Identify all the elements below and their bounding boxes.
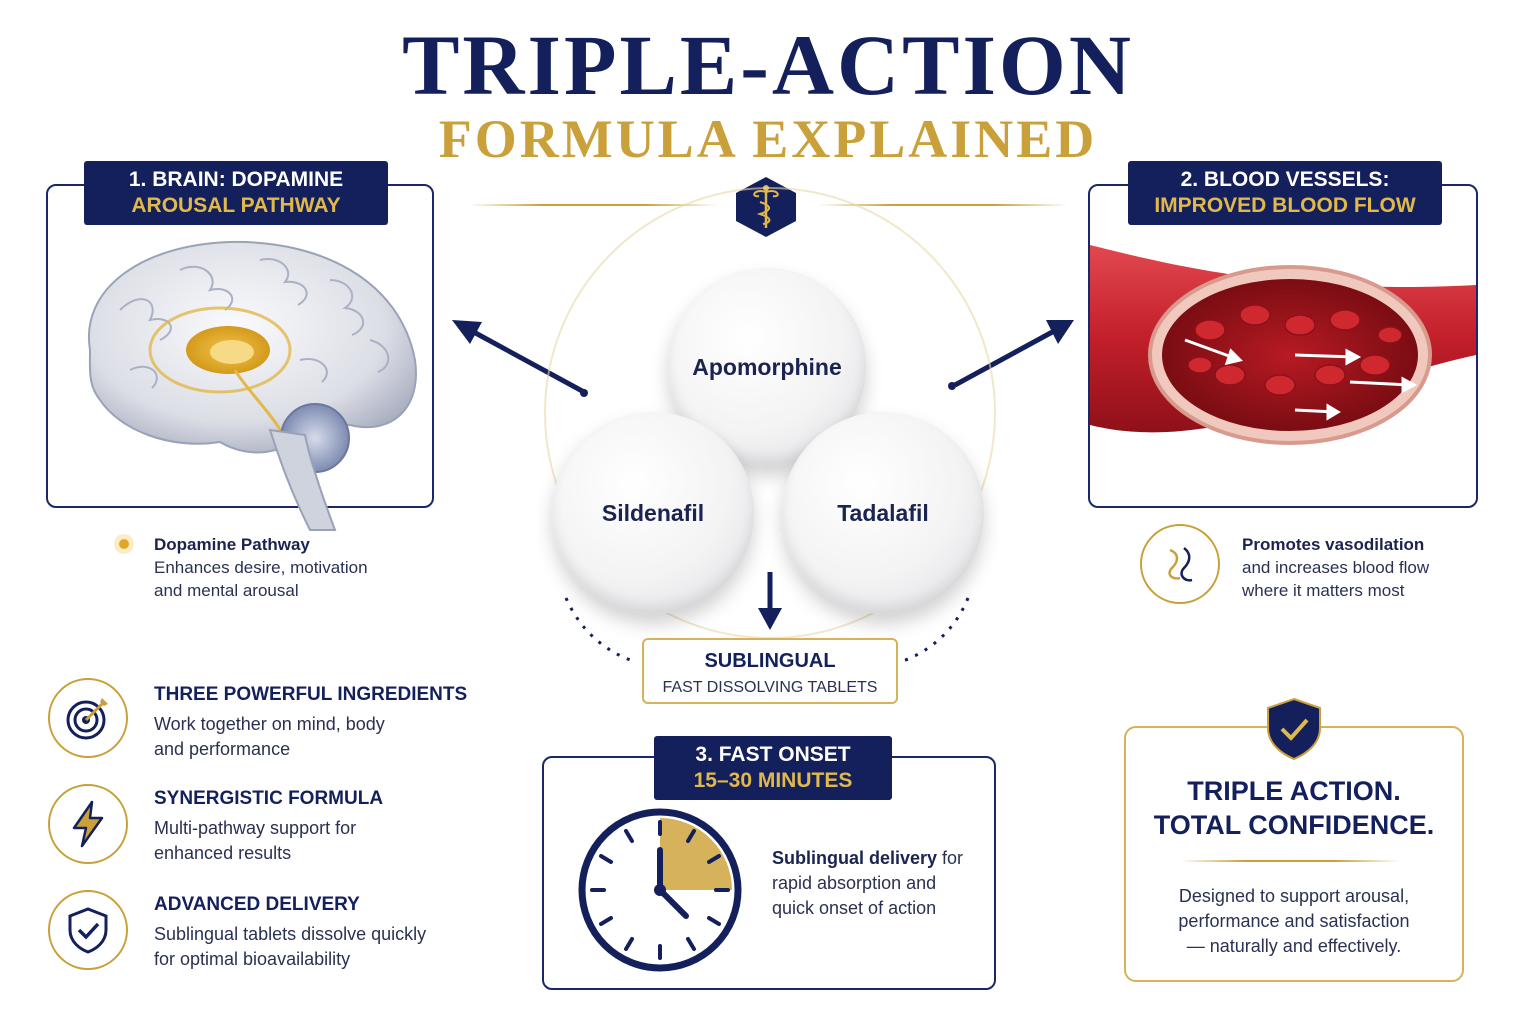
blood-note-line1: and increases blood flow: [1242, 558, 1430, 577]
lightning-icon: [72, 800, 104, 848]
onset-label-line1: 3. FAST ONSET: [695, 743, 851, 766]
confidence-divider: [1180, 860, 1400, 862]
blood-vessel-illustration: [1090, 225, 1476, 475]
arrow-to-brain: [452, 320, 588, 397]
feature-2-title: SYNERGISTIC FORMULA: [154, 788, 384, 809]
blood-label-line1: 2. BLOOD VESSELS:: [1180, 168, 1390, 191]
feature-3-line1: Sublingual tablets dissolve quickly: [154, 924, 427, 944]
confidence-panel: [1124, 726, 1464, 982]
clock-icon: [576, 806, 744, 974]
confidence-desc: Designed to support arousal, performance…: [1124, 884, 1464, 959]
vessel-icon-circle: [1140, 524, 1220, 604]
feature-2: SYNERGISTIC FORMULA Multi-pathway suppor…: [154, 788, 514, 866]
brain-note-line2: and mental arousal: [154, 581, 299, 600]
feature-3-title: ADVANCED DELIVERY: [154, 894, 360, 915]
brain-label-line2: AROUSAL PATHWAY: [131, 194, 341, 217]
pill-tadalafil: Tadalafil: [782, 412, 984, 614]
title-divider-right: [818, 204, 1068, 206]
feature-2-line2: enhanced results: [154, 843, 292, 863]
blood-label-line2: IMPROVED BLOOD FLOW: [1154, 194, 1416, 217]
onset-desc-rest: for: [937, 848, 964, 868]
page-title: TRIPLE-ACTION: [402, 17, 1134, 113]
feature-1-line2: and performance: [154, 739, 291, 759]
confidence-desc1: Designed to support arousal,: [1178, 886, 1410, 906]
onset-desc-line2: rapid absorption and: [772, 873, 937, 893]
onset-desc-bold: Sublingual delivery: [772, 848, 938, 868]
feature-1-title: THREE POWERFUL INGREDIENTS: [154, 684, 468, 705]
feature-3-desc: Sublingual tablets dissolve quickly for …: [154, 922, 514, 972]
title-divider-left: [468, 204, 718, 206]
blood-note-title: Promotes vasodilation: [1242, 535, 1425, 554]
feature-icon-circle-2: [48, 784, 128, 864]
pill-sildenafil: Sildenafil: [552, 412, 754, 614]
onset-label-line2: 15–30 MINUTES: [693, 769, 853, 792]
onset-desc: Sublingual delivery for rapid absorption…: [772, 846, 982, 921]
confidence-desc2: performance and satisfaction: [1178, 911, 1410, 931]
sublingual-box: SUBLINGUAL FAST DISSOLVING TABLETS: [642, 638, 898, 704]
feature-3-line2: for optimal bioavailability: [154, 949, 351, 969]
onset-label: 3. FAST ONSET 15–30 MINUTES: [654, 736, 892, 800]
shield-check-badge-icon: [1264, 696, 1324, 762]
feature-3: ADVANCED DELIVERY Sublingual tablets dis…: [154, 894, 514, 972]
vessel-icon: [1168, 547, 1193, 582]
feature-1-line1: Work together on mind, body: [154, 714, 385, 734]
onset-desc-line3: quick onset of action: [772, 898, 937, 918]
brain-label: 1. BRAIN: DOPAMINE AROUSAL PATHWAY: [84, 161, 388, 225]
blood-label: 2. BLOOD VESSELS: IMPROVED BLOOD FLOW: [1128, 161, 1442, 225]
sublingual-subtitle: FAST DISSOLVING TABLETS: [662, 679, 878, 696]
confidence-heading: TRIPLE ACTION. TOTAL CONFIDENCE.: [1124, 774, 1464, 842]
sparkle-icon: [112, 532, 136, 556]
target-icon: [66, 698, 108, 740]
feature-icon-circle-1: [48, 678, 128, 758]
confidence-desc3: — naturally and effectively.: [1186, 936, 1402, 956]
brain-note-line1: Enhances desire, motivation: [154, 558, 368, 577]
feature-1-desc: Work together on mind, body and performa…: [154, 712, 514, 762]
confidence-line1: TRIPLE ACTION.: [1187, 776, 1401, 806]
feature-icon-circle-3: [48, 890, 128, 970]
blood-note-line2: where it matters most: [1242, 581, 1405, 600]
shield-check-icon: [68, 907, 108, 954]
confidence-line2: TOTAL CONFIDENCE.: [1153, 810, 1435, 840]
feature-1: THREE POWERFUL INGREDIENTS Work together…: [154, 684, 514, 762]
brain-illustration: [60, 220, 430, 540]
page-subtitle: FORMULA EXPLAINED: [438, 109, 1098, 169]
brain-label-line1: 1. BRAIN: DOPAMINE: [128, 168, 344, 191]
brain-note: Dopamine Pathway Enhances desire, motiva…: [154, 533, 434, 602]
sublingual-title: SUBLINGUAL: [704, 650, 836, 672]
brain-note-title: Dopamine Pathway: [154, 535, 310, 554]
arrow-to-blood: [948, 320, 1074, 390]
blood-note: Promotes vasodilation and increases bloo…: [1242, 533, 1502, 602]
arrow-down: [758, 572, 782, 630]
feature-2-line1: Multi-pathway support for: [154, 818, 357, 838]
feature-2-desc: Multi-pathway support for enhanced resul…: [154, 816, 514, 866]
